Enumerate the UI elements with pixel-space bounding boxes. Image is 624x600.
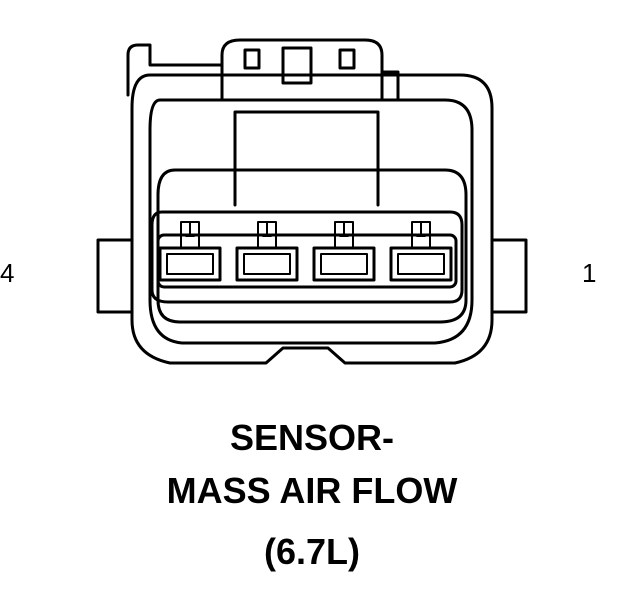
diagram-title-line-2: MASS AIR FLOW: [166, 470, 458, 511]
pin-1-label: 1: [582, 258, 597, 288]
connector-mating-face-outer: [156, 168, 468, 324]
terminal-latch-4: [180, 221, 200, 249]
connector-side-lug-left: [96, 238, 134, 314]
latch-window-right: [338, 48, 356, 70]
latch-window-left: [243, 48, 261, 70]
diagram-title-line-3: (6.7L): [263, 531, 360, 572]
terminal-cavity-2: [312, 246, 376, 282]
pin-4-label: 4: [0, 258, 15, 288]
terminal-latch-2: [334, 221, 354, 249]
terminal-cavity-3: [235, 246, 299, 282]
diagram-title-line-1: SENSOR-: [229, 417, 395, 458]
terminal-latch-3: [257, 221, 277, 249]
terminal-cavities: [158, 221, 453, 282]
terminal-cavity-inner-4: [166, 253, 214, 275]
latch-window-center: [281, 46, 313, 85]
terminal-cavity-1: [389, 246, 453, 282]
connector-mating-face-inner: [150, 210, 464, 304]
terminal-cavity-inner-2: [320, 253, 368, 275]
terminal-cavity-inner-3: [243, 253, 291, 275]
connector-latch-body: [220, 38, 384, 102]
connector-housing-inner: [148, 98, 474, 345]
connector-side-lug-right: [490, 238, 528, 314]
latch-center-column: [233, 110, 380, 207]
connector-housing-outer: [130, 73, 494, 365]
terminal-cavity-4: [158, 246, 222, 282]
connector-latch-left-tab: [126, 43, 224, 102]
terminal-cavity-inner-1: [397, 253, 445, 275]
terminal-latch-1: [411, 221, 431, 249]
cavity-strip: [156, 233, 458, 289]
